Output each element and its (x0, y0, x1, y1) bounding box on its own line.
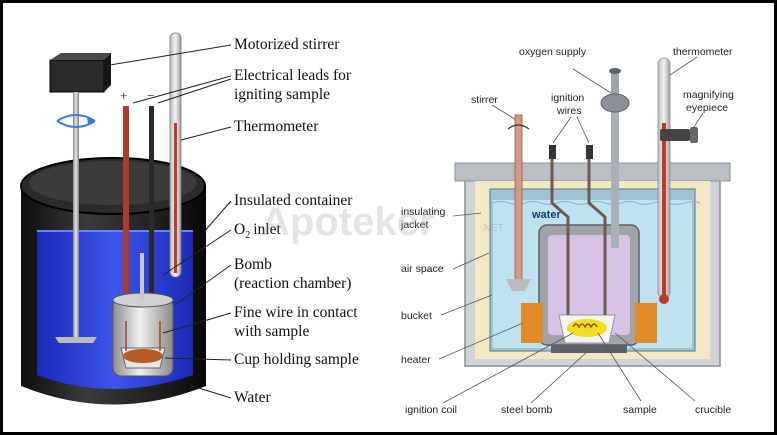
label-air-space: air space (401, 263, 444, 275)
label-bomb: Bomb (234, 256, 272, 273)
leader-oxygen-supply (572, 68, 612, 94)
diagram-canvas: + − Motorized stirrer Electrical leads f… (3, 3, 774, 432)
label-reaction-chamber: (reaction chamber) (234, 275, 351, 292)
o2-inlet-word: inlet (253, 221, 281, 238)
stirrer-paddle (55, 337, 97, 343)
leader-sample (597, 332, 642, 402)
label-heater: heater (401, 354, 431, 366)
electrical-lead-negative (149, 106, 154, 321)
stirrer-shaft (73, 92, 79, 337)
label-steel-bomb: steel bomb (501, 404, 553, 416)
label-insulating: insulating (401, 206, 446, 218)
leader-steel-bomb (530, 350, 589, 404)
leader-leads-2 (157, 78, 232, 104)
oxygen-valve (600, 93, 630, 113)
stirrer-rotation-icon (507, 124, 530, 130)
label-bucket: bucket (401, 310, 432, 322)
label-cup-holding-sample: Cup holding sample (234, 351, 359, 368)
bomb-base (551, 345, 627, 353)
sample (123, 349, 163, 363)
label-water-right: water (531, 209, 561, 221)
ignition-coil (572, 323, 598, 329)
ignition-wire-right (587, 159, 607, 315)
leader-wire-1 (552, 116, 572, 144)
leader-heater (438, 322, 524, 360)
label-water: Water (234, 389, 271, 406)
leader-thermometer-right (669, 56, 698, 76)
label-insulated-container: Insulated container (234, 192, 353, 209)
watermark-suffix: .NET (481, 223, 504, 234)
stirrer-motor (49, 59, 105, 93)
thermometer-right-mercury (662, 123, 666, 298)
label-jacket: jacket (400, 219, 429, 231)
leader-insulating-jacket (452, 212, 482, 217)
leader-stirrer (491, 104, 516, 120)
leader-leads-1 (132, 75, 232, 104)
electrical-lead-positive (123, 106, 129, 321)
label-electrical-leads-2: igniting sample (234, 86, 330, 103)
magnifying-eyepiece-icon (660, 129, 690, 141)
leader-o2-inlet (162, 229, 232, 276)
heater-left (521, 303, 543, 343)
minus-sign: − (147, 88, 154, 103)
leader-crucible (614, 332, 696, 402)
thermometer-mercury (174, 123, 177, 273)
o2-letter: O (234, 221, 245, 238)
ignition-plug-left (549, 145, 556, 159)
stirrer-rod-right (514, 114, 523, 284)
stirrer-motor-top (50, 53, 111, 60)
label-stirrer: stirrer (471, 94, 498, 106)
heater-right (635, 303, 657, 343)
sample-right (567, 319, 607, 337)
leader-bomb (174, 264, 232, 306)
watermark: Apoteker (261, 200, 434, 244)
label-motorized-stirrer: Motorized stirrer (234, 36, 340, 53)
stirrer-blade (506, 279, 531, 291)
ignition-wire-left (550, 159, 570, 315)
label-thermometer-right: thermometer (673, 46, 733, 58)
leader-fine-wire (162, 312, 232, 334)
calorimeter-figure: + − Motorized stirrer Electrical leads f… (20, 32, 734, 416)
label-magnifying: magnifying (683, 89, 734, 101)
leader-cup (164, 357, 232, 361)
plus-sign: + (120, 88, 127, 103)
lid-top-face (29, 161, 197, 205)
leader-air-space (452, 252, 490, 270)
leader-insulated-container (202, 200, 232, 234)
ignition-plug-right (586, 145, 593, 159)
label-thermometer: Thermometer (234, 118, 319, 135)
leader-motorized-stirrer (103, 44, 232, 67)
leader-ignition-coil (442, 332, 574, 404)
bomb-calorimeter-right: stirrer oxygen supply ignition wires the… (400, 46, 734, 416)
oxygen-supply-pipe (611, 73, 619, 113)
rotation-arrowhead-icon (87, 116, 95, 125)
stirrer-motor-side (104, 53, 111, 92)
label-fine-wire-1: Fine wire in contact (234, 304, 358, 321)
label-eyepiece: eyepiece (686, 102, 728, 114)
label-electrical-leads-1: Electrical leads for (234, 67, 352, 84)
thermometer-bulb (659, 294, 669, 304)
leader-eyepiece (693, 112, 704, 128)
label-oxygen-supply: oxygen supply (519, 46, 587, 58)
leader-wire-2 (576, 116, 590, 144)
label-fine-wire-2: with sample (234, 323, 309, 340)
bomb-calorimeter-left: + − Motorized stirrer Electrical leads f… (20, 32, 359, 406)
label-sample: sample (623, 404, 657, 416)
leader-thermometer (180, 126, 232, 141)
label-wires: wires (556, 105, 582, 117)
leader-bucket (440, 294, 493, 316)
eyepiece-lens (690, 127, 698, 143)
label-crucible: crucible (695, 404, 731, 416)
fine-wire (125, 321, 161, 351)
leader-water (188, 384, 232, 399)
oxygen-tube (611, 113, 619, 248)
label-ignition-coil: ignition coil (405, 404, 457, 416)
casing-lid (454, 162, 731, 182)
oxygen-cap (609, 68, 621, 74)
o2-subscript: 2 (245, 230, 250, 241)
label-ignition: ignition (551, 92, 584, 104)
o2-inlet-tube (140, 253, 144, 300)
